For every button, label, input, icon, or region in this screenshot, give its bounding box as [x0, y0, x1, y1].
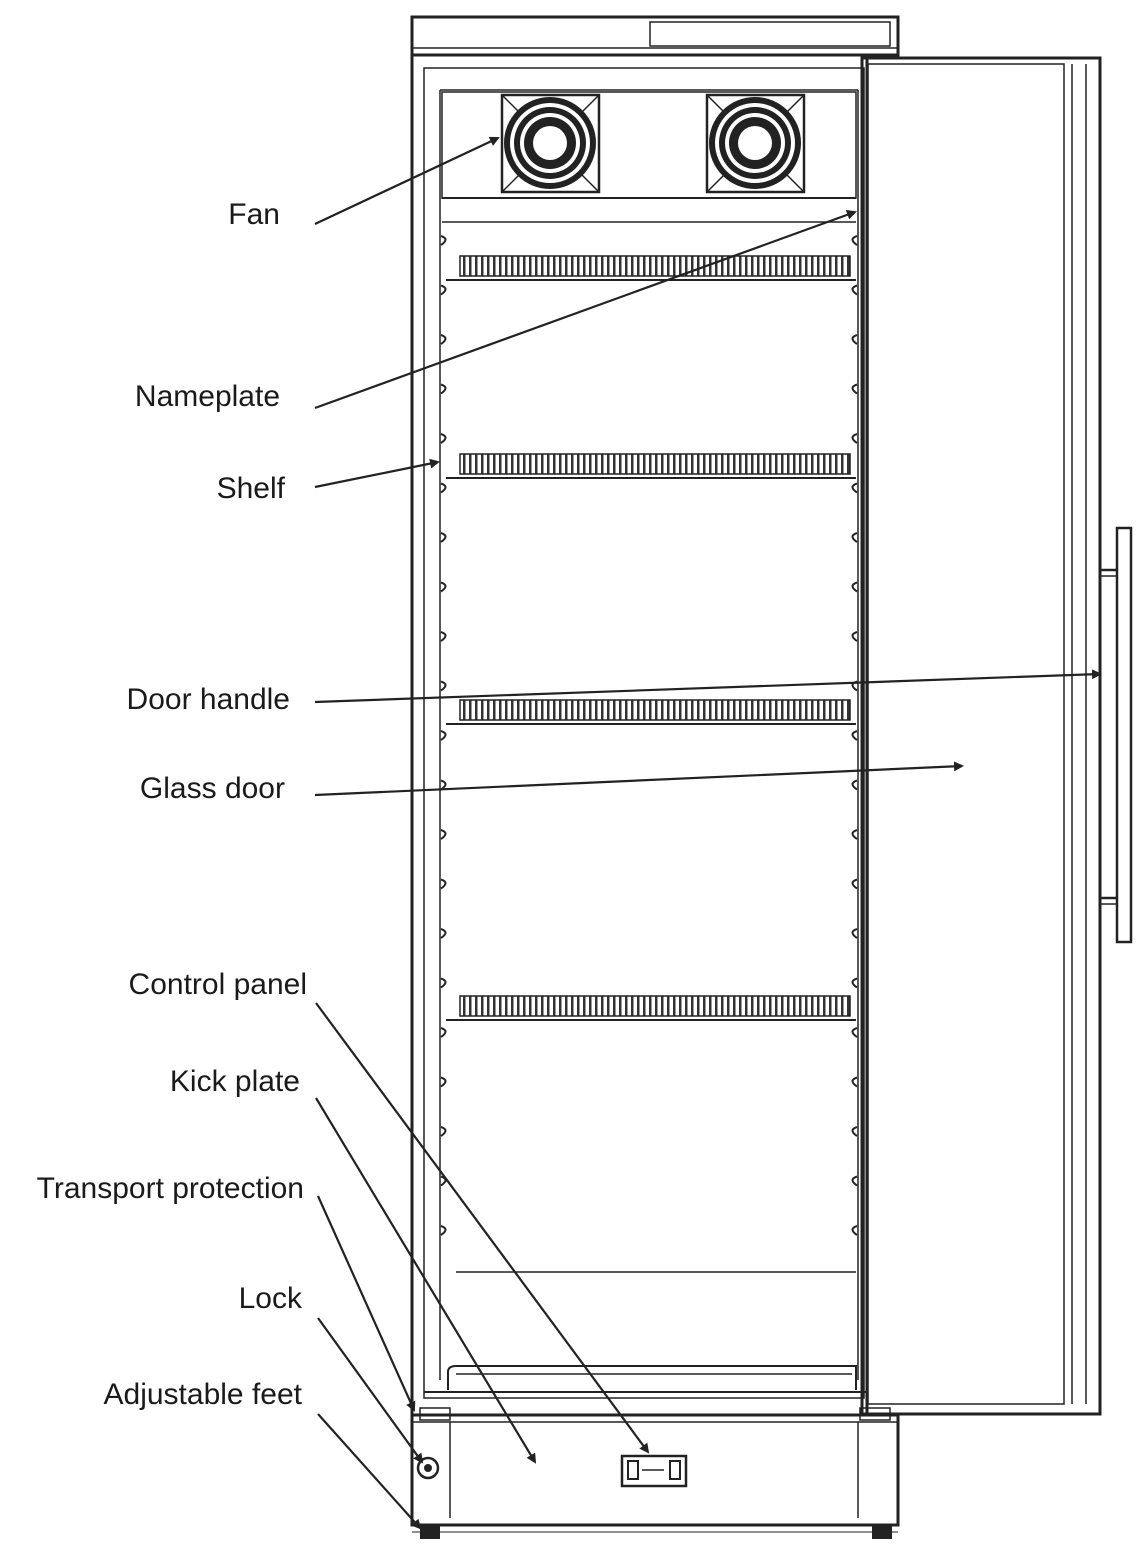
shelf-support-clip: [440, 928, 447, 939]
adjustable-feet: [412, 1525, 898, 1539]
lock: [416, 1456, 440, 1480]
shelf-support-clip: [851, 1027, 858, 1038]
label-transport-protection: Transport protection: [36, 1172, 304, 1205]
shelf-supports-right: [851, 235, 858, 1236]
shelf-support-clip: [440, 878, 447, 890]
shelf-3: [446, 699, 856, 725]
glass-door: [860, 56, 1102, 1416]
shelf-support-clip: [440, 730, 447, 741]
shelf-support-clip: [440, 1126, 447, 1137]
shelf-support-clip: [851, 928, 858, 939]
shelf-support-clip: [440, 383, 447, 395]
shelf-support-clip: [851, 1126, 858, 1137]
leader-shelf: [314, 458, 440, 489]
shelf-support-clip: [851, 631, 858, 642]
fan-panel: [441, 91, 857, 223]
bottom-tray: [424, 1271, 866, 1393]
shelf-support-clip: [440, 1175, 447, 1187]
fan-left: [500, 93, 601, 194]
door-handle: [1100, 526, 1133, 944]
shelf-support-clip: [851, 284, 858, 296]
leader-lock: [317, 1317, 424, 1464]
shelf-support-clip: [440, 1076, 447, 1088]
label-control-panel: Control panel: [128, 968, 307, 1001]
leader-kick-plate: [315, 1097, 537, 1464]
shelf-support-clip: [851, 829, 858, 840]
leader-adjustable-feet: [317, 1413, 422, 1530]
shelf-1: [446, 255, 856, 281]
shelf-support-clip: [440, 235, 447, 246]
shelf-support-clip: [851, 1175, 858, 1187]
shelf-support-clip: [851, 235, 858, 246]
control-panel: [620, 1454, 688, 1488]
shelf-4: [446, 995, 856, 1021]
label-glass-door: Glass door: [139, 772, 285, 805]
shelf-support-clip: [440, 581, 447, 593]
leader-control-panel: [315, 1002, 650, 1454]
shelf-support-clip: [851, 482, 858, 494]
shelf-support-clip: [440, 1027, 447, 1038]
shelf-support-clip: [440, 532, 447, 543]
shelf-support-clip: [440, 334, 447, 345]
shelf-support-clip: [851, 730, 858, 741]
leader-glass-door: [314, 761, 964, 797]
shelf-support-clip: [440, 680, 447, 692]
shelf-support-clip: [851, 1076, 858, 1088]
leader-nameplate: [314, 210, 857, 410]
shelf-support-clip: [440, 829, 447, 840]
shelf-support-clip: [851, 878, 858, 890]
label-fan: Fan: [228, 198, 280, 231]
shelf-support-clip: [440, 977, 447, 989]
label-door-handle: Door handle: [126, 683, 290, 716]
shelf-support-clip: [851, 334, 858, 345]
shelf-2: [446, 453, 856, 479]
label-adjustable-feet: Adjustable feet: [103, 1378, 302, 1411]
leader-lines: [314, 136, 1102, 1530]
label-shelf: Shelf: [216, 472, 285, 505]
shelf-support-clip: [851, 977, 858, 989]
label-kick-plate: Kick plate: [169, 1065, 300, 1098]
shelf-support-clip: [851, 433, 858, 444]
top-cap: [410, 15, 900, 57]
shelf-support-clip: [440, 1225, 447, 1236]
shelf-support-clip: [851, 1225, 858, 1236]
shelf-supports-left: [440, 235, 447, 1236]
shelf-support-clip: [440, 433, 447, 444]
leader-door-handle: [314, 669, 1102, 704]
label-lock: Lock: [238, 1282, 302, 1315]
label-nameplate: Nameplate: [134, 380, 280, 413]
shelf-support-clip: [851, 779, 858, 791]
shelf-support-clip: [440, 284, 447, 296]
leader-fan: [314, 136, 500, 225]
shelf-support-clip: [440, 482, 447, 494]
leader-transport-protection: [316, 1195, 416, 1412]
kick-plate: [410, 1407, 900, 1527]
shelf-support-clip: [851, 383, 858, 395]
shelf-support-clip: [851, 581, 858, 593]
fan-right: [705, 93, 806, 194]
shelf-support-clip: [851, 532, 858, 543]
shelf-support-clip: [440, 631, 447, 642]
